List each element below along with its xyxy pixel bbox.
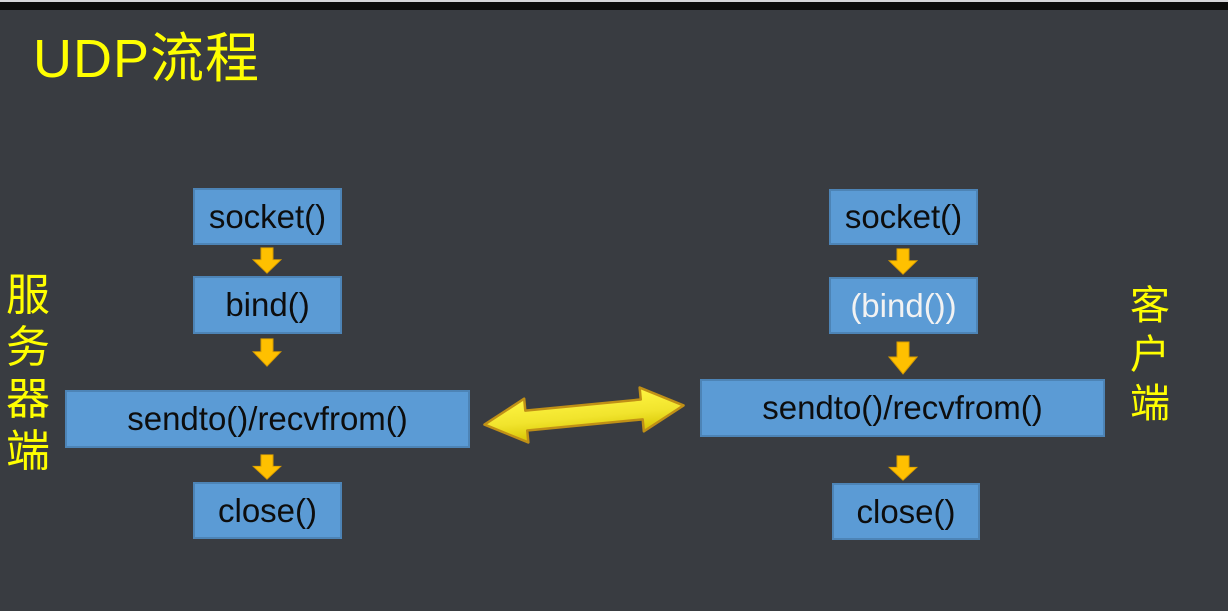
top-edge-highlight	[0, 0, 1228, 2]
down-arrow-icon	[888, 341, 918, 375]
server-side-label: 服 务 器 端	[6, 270, 50, 478]
page-title: UDP流程	[33, 29, 261, 89]
down-arrow-icon	[252, 247, 282, 274]
flow-box-server-sendto-recvfrom: sendto()/recvfrom()	[65, 390, 470, 448]
flow-box-client-close: close()	[832, 483, 980, 540]
server-label-char: 端	[6, 426, 50, 477]
client-label-char: 客	[1130, 283, 1170, 329]
down-arrow-icon	[252, 338, 282, 367]
down-arrow-icon	[888, 455, 918, 481]
client-label-char: 端	[1130, 381, 1170, 427]
client-label-char: 户	[1130, 332, 1170, 378]
flow-box-client-sendto-recvfrom: sendto()/recvfrom()	[700, 379, 1105, 437]
flow-box-server-socket: socket()	[193, 188, 342, 245]
server-label-char: 务	[6, 322, 50, 373]
server-label-char: 器	[6, 374, 50, 425]
down-arrow-icon	[888, 248, 918, 275]
flow-box-client-socket: socket()	[829, 189, 978, 245]
top-bar	[0, 2, 1228, 10]
flow-box-server-close: close()	[193, 482, 342, 539]
client-side-label: 客 户 端	[1130, 282, 1170, 429]
double-headed-arrow-icon	[483, 386, 685, 444]
flow-box-client-bind-optional: (bind())	[829, 277, 978, 334]
down-arrow-icon	[252, 454, 282, 480]
server-label-char: 服	[6, 270, 50, 321]
flow-box-server-bind: bind()	[193, 276, 342, 334]
